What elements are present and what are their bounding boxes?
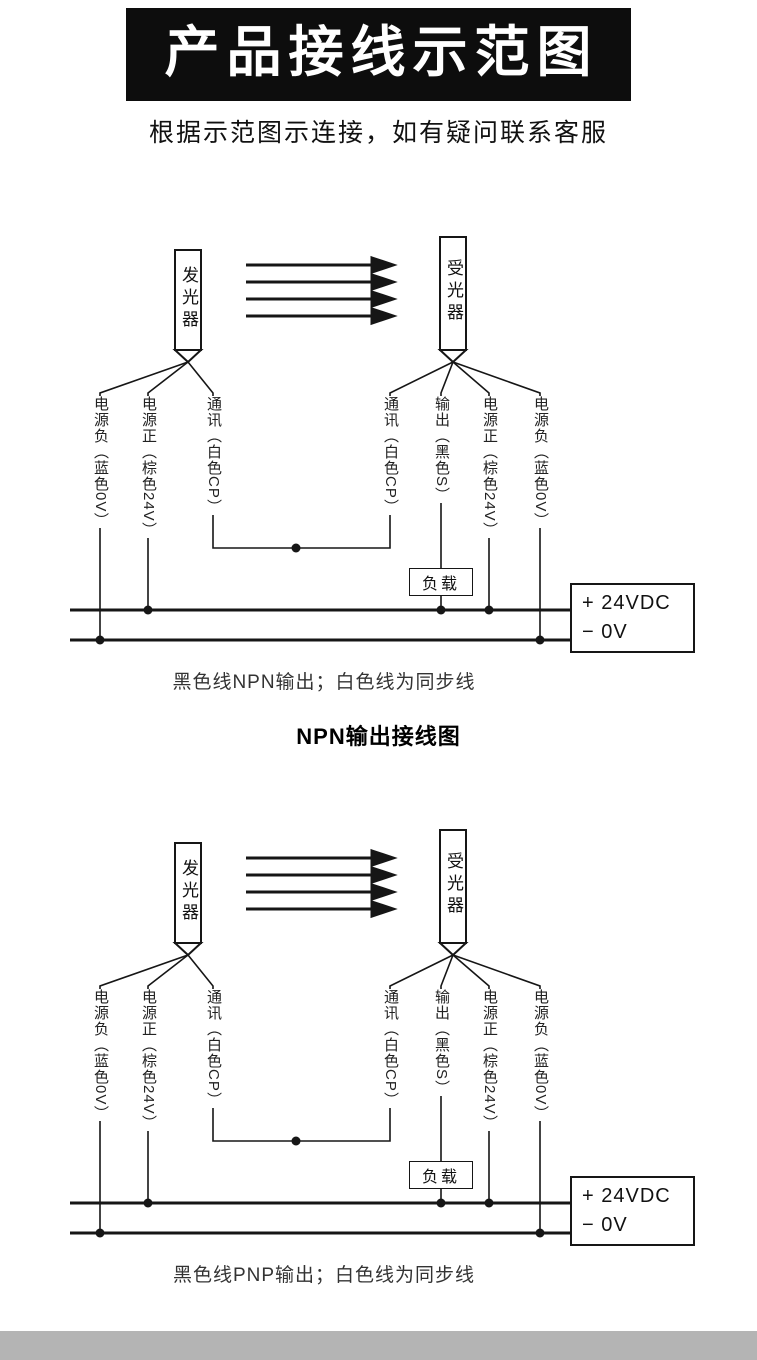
wire-label-comm-left: 通讯（白色CP） xyxy=(200,396,226,515)
wires xyxy=(99,361,541,640)
receiver-device xyxy=(437,829,469,957)
junction-dots xyxy=(95,543,545,645)
wire-label-power-positive-left: 电源正（棕色24V） xyxy=(135,989,161,1131)
power-bus-lines xyxy=(70,1201,576,1235)
pnp-diagram-canvas xyxy=(70,829,576,1238)
receiver-label: 受光器 xyxy=(444,259,463,325)
wire-label-output: 输出（黑色S） xyxy=(428,989,454,1097)
wire-label-power-negative-left: 电源负（蓝色0V） xyxy=(87,989,113,1122)
light-beam-arrows xyxy=(246,255,398,326)
power-supply-box: + 24VDC − 0V xyxy=(570,583,695,653)
receiver-label: 受光器 xyxy=(444,852,463,918)
psu-24vdc-label: + 24VDC xyxy=(582,1185,671,1207)
psu-0v-label: − 0V xyxy=(582,621,628,643)
wire-label-output: 输出（黑色S） xyxy=(428,396,454,504)
wire-label-power-positive-right: 电源正（棕色24V） xyxy=(476,989,502,1131)
header: 产品接线示范图 根据示范图示连接，如有疑问联系客服 xyxy=(0,0,757,149)
wire-label-comm-right: 通讯（白色CP） xyxy=(377,396,403,515)
emitter-device xyxy=(172,249,204,364)
npn-diagram-title: NPN输出接线图 xyxy=(296,724,461,749)
pnp-wiring-diagram: 发光器 受光器 电源负（蓝色0V） 电源正（棕色24V） 通讯（白色CP） 通讯… xyxy=(0,823,757,1303)
junction-dots xyxy=(95,1136,545,1238)
emitter-label: 发光器 xyxy=(179,859,198,925)
wire-label-power-positive-right: 电源正（棕色24V） xyxy=(476,396,502,538)
page-title: 产品接线示范图 xyxy=(126,8,631,101)
receiver-device xyxy=(437,236,469,364)
wire-label-comm-right: 通讯（白色CP） xyxy=(377,989,403,1108)
emitter-label: 发光器 xyxy=(179,266,198,332)
npn-caption: 黑色线NPN输出；白色线为同步线 xyxy=(172,672,476,693)
load-label: 负载 xyxy=(421,576,460,593)
psu-0v-label: − 0V xyxy=(582,1214,628,1236)
light-beam-arrows xyxy=(246,848,398,919)
load-label: 负载 xyxy=(421,1169,460,1186)
power-bus-lines xyxy=(70,608,576,642)
npn-wiring-diagram: 发光器 受光器 电源负（蓝色0V） 电源正（棕色24V） 通讯（白色CP） 通讯… xyxy=(0,230,757,755)
pnp-caption: 黑色线PNP输出；白色线为同步线 xyxy=(172,1265,476,1286)
emitter-device xyxy=(172,842,204,957)
wire-label-power-negative-left: 电源负（蓝色0V） xyxy=(87,396,113,529)
load-box: 负载 xyxy=(409,568,473,596)
footer-divider xyxy=(0,1331,757,1360)
load-box: 负载 xyxy=(409,1161,473,1189)
wire-label-comm-left: 通讯（白色CP） xyxy=(200,989,226,1108)
wire-label-power-negative-right: 电源负（蓝色0V） xyxy=(527,396,553,529)
wires xyxy=(99,954,541,1233)
psu-24vdc-label: + 24VDC xyxy=(582,592,671,614)
wire-label-power-negative-right: 电源负（蓝色0V） xyxy=(527,989,553,1122)
wire-label-power-positive-left: 电源正（棕色24V） xyxy=(135,396,161,538)
power-supply-box: + 24VDC − 0V xyxy=(570,1176,695,1246)
page-subtitle: 根据示范图示连接，如有疑问联系客服 xyxy=(148,118,608,147)
